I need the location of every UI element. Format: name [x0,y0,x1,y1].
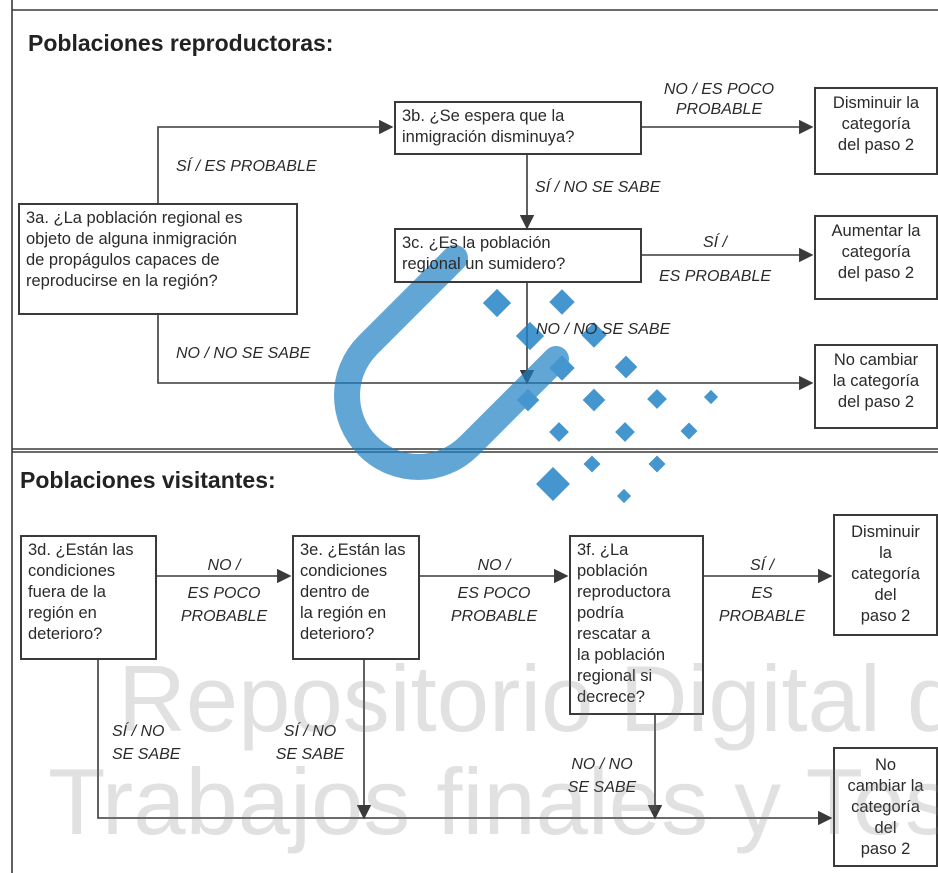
outcome-disminuir-box: Disminuir la categoría del paso 2 [814,87,938,175]
question-3a-line: reproducirse en la región? [26,272,218,290]
outcome-line: la categoría [832,372,920,390]
question-3d-line: condiciones [28,562,116,580]
label-line: SE SABE [112,746,181,763]
outcome-no-cambiar-box: No cambiar la categoría del paso 2 [814,344,938,429]
label-3f-si-es-probable: SÍ / ES PROBABLE [704,554,820,628]
label-line: ES POCO [457,585,531,602]
question-3e-line: dentro de [300,583,370,601]
label-line: NO / [207,557,241,574]
question-3e-line: la región en [300,604,387,622]
outcome-line: del paso 2 [837,393,915,411]
question-3d-box: 3d. ¿Están las condiciones fuera de la r… [20,535,157,660]
outcome-line: categoría [841,243,911,261]
question-3f-line: población [577,562,648,580]
label-si-probable: SÍ / ES PROBABLE [176,158,317,175]
question-3e-line: deterioro? [300,625,375,643]
outcome-aumentar-box: Aumentar la categoría del paso 2 [814,215,938,300]
label-line: ES POCO [187,585,261,602]
outcome-line: Aumentar la [831,222,921,240]
outcome-line: paso 2 [860,607,911,625]
outcome-line: del paso 2 [837,136,915,154]
arrow-3a-to-no-cambiar [157,315,814,391]
question-3f-line: regional si [577,667,653,685]
label-line: NO / ES POCO [663,81,775,98]
question-3d-line: región en [28,604,97,622]
outcome-visitantes-disminuir-box: Disminuir la categoría del paso 2 [833,514,938,636]
heading-reproductoras: Poblaciones reproductoras: [28,30,334,56]
question-3f-box: 3f. ¿La población reproductora podría re… [569,535,704,715]
outcome-line: del [874,586,897,604]
outcome-line: Disminuir [851,523,920,541]
question-3f-line: 3f. ¿La [577,541,629,559]
question-3a-box: 3a. ¿La población regional es objeto de … [18,203,298,315]
question-3d-line: fuera de la [28,583,106,601]
question-3b-line: inmigración disminuya? [402,128,575,146]
label-line: PROBABLE [450,608,538,625]
label-line: SÍ / [749,557,774,574]
question-3b-box: 3b. ¿Se espera que la inmigración dismin… [394,101,642,155]
outcome-visitantes-no-cambiar-box: No cambiar la categoría del paso 2 [833,747,938,867]
label-line: SÍ / [702,234,727,251]
outcome-line: paso 2 [860,840,911,858]
watermark-line-2: Trabajos finales y Tesis [48,749,938,854]
question-3c-line: regional un sumidero? [402,255,566,273]
question-3f-line: podría [577,604,624,622]
question-3f-line: la población [577,646,666,664]
label-line: ES [751,585,773,602]
question-3c-line: 3c. ¿Es la población [402,234,551,252]
outcome-line: Disminuir la [832,94,920,112]
question-3a-line: de propágulos capaces de [26,251,220,269]
question-3f-line: rescatar a [577,625,651,643]
heading-visitantes: Poblaciones visitantes: [20,467,276,493]
watermark-line-1: Repositorio Digital de [118,646,938,751]
label-line: NO / NO [571,756,633,773]
label-line: PROBABLE [718,608,806,625]
outcome-line: categoría [851,798,920,816]
outcome-line: No [874,756,897,774]
label-line: SÍ / NO [283,723,337,740]
outcome-line: categoría [851,565,920,583]
question-3a-line: 3a. ¿La población regional es [26,209,243,227]
question-3c-box: 3c. ¿Es la población regional un sumider… [394,228,642,283]
outcome-line: categoría [841,115,911,133]
question-3e-line: condiciones [300,562,388,580]
question-3e-box: 3e. ¿Están las condiciones dentro de la … [292,535,420,660]
label-si-no-se-sabe: SÍ / NO SE SABE [535,179,661,196]
label-line: SE SABE [275,746,345,763]
outcome-line: del paso 2 [837,264,915,282]
label-no-poco-probable: NO / ES POCO PROBABLE [648,80,790,120]
question-3a-line: objeto de alguna inmigración [26,230,237,248]
label-3c-no-no-se-sabe: NO / NO SE SABE [536,321,671,338]
label-line: PROBABLE [675,101,763,118]
label-3f-no-no-se-sabe: NO / NO SE SABE [556,753,648,799]
label-3d-no-poco-probable: NO / ES POCO PROBABLE [160,554,288,628]
question-3d-line: 3d. ¿Están las [28,541,134,559]
label-line: NO / [477,557,511,574]
arrow-3d-to-no-cambiar [97,660,833,826]
label-3e-si-no-se-sabe: SÍ / NO SE SABE [262,720,358,766]
question-3f-line: reproductora [577,583,671,601]
label-3e-no-poco-probable: NO / ES POCO PROBABLE [428,554,560,628]
question-3e-line: 3e. ¿Están las [300,541,406,559]
outcome-line: la [879,544,892,562]
label-line: ES PROBABLE [658,268,772,285]
label-3d-si-no-se-sabe: SÍ / NO SE SABE [112,720,180,766]
label-line: SÍ / NO [112,723,165,740]
outcome-line: No cambiar [833,351,919,369]
question-3f-line: decrece? [577,688,645,706]
question-3b-line: 3b. ¿Se espera que la [402,107,565,125]
arrow-3a-to-3b [157,119,394,203]
outcome-line: del [874,819,897,837]
label-line: SE SABE [567,779,637,796]
label-line: PROBABLE [180,608,268,625]
question-3d-line: deterioro? [28,625,103,643]
outcome-line: cambiar la [847,777,924,795]
label-si-es-probable: SÍ / ES PROBABLE [645,233,785,287]
label-3a-no-no-se-sabe: NO / NO SE SABE [176,345,311,362]
